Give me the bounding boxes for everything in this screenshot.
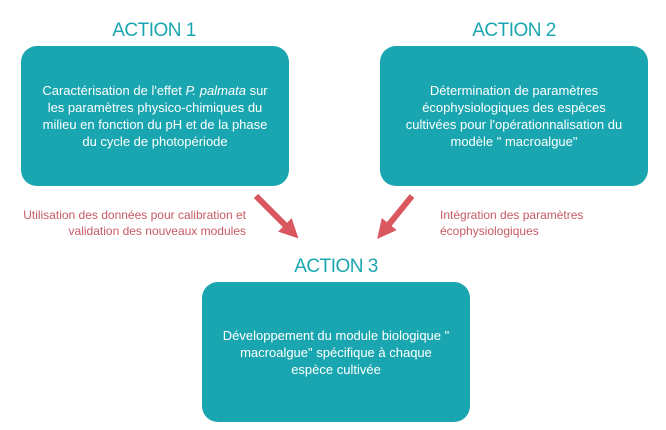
action-3-text: Développement du module biologique " mac… (222, 327, 450, 377)
action-3-box: Développement du module biologique " mac… (202, 282, 470, 422)
action-3-title: ACTION 3 (294, 256, 378, 277)
right-arrow-label: Intégration des paramètres écophysiologi… (440, 208, 584, 238)
left-arrow-label: Utilisation des données pour calibration… (23, 208, 246, 238)
arrow-left (253, 193, 299, 239)
action-2-text: Détermination de paramètres écophysiolog… (405, 83, 623, 149)
action-2-box: Détermination de paramètres écophysiolog… (380, 46, 648, 186)
action-1-text: Caractérisation de l'effet P. palmata su… (42, 83, 268, 149)
action-1-box: Caractérisation de l'effet P. palmata su… (21, 46, 289, 186)
arrow-right (377, 194, 415, 239)
action-2-title: ACTION 2 (472, 20, 556, 41)
action-1-title: ACTION 1 (112, 20, 196, 41)
